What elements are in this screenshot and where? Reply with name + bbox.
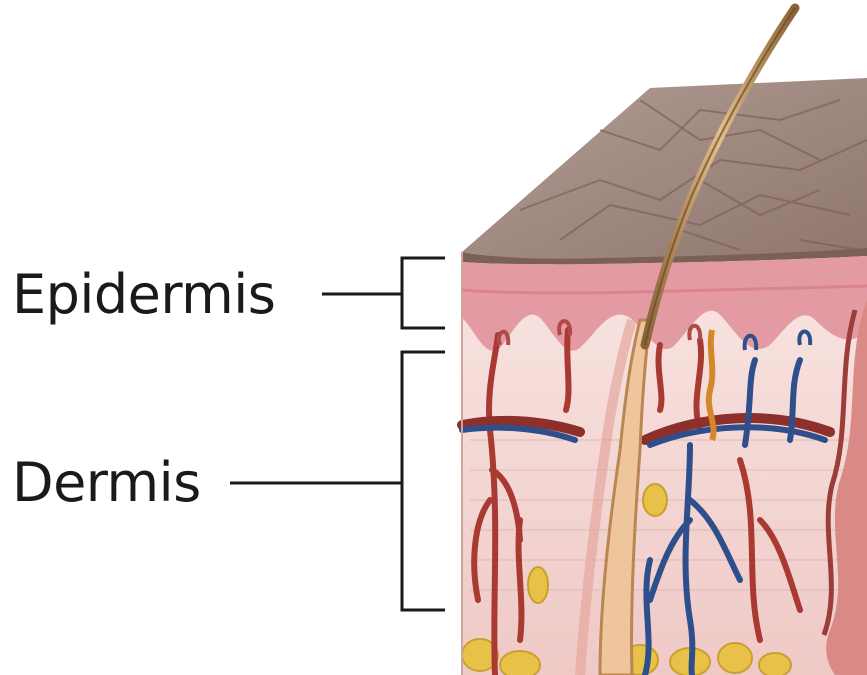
epidermis-bracket bbox=[402, 258, 445, 328]
dermis-bracket bbox=[402, 352, 445, 610]
epidermis-label: Epidermis bbox=[12, 268, 275, 322]
dermis-label: Dermis bbox=[12, 456, 201, 510]
skin-surface-top bbox=[462, 78, 867, 265]
